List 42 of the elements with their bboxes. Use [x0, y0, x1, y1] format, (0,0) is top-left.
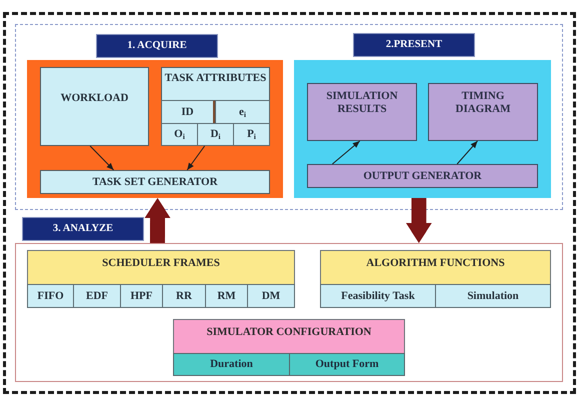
table-cell: Feasibility Task — [320, 284, 436, 308]
table-cell: ID — [161, 100, 216, 124]
function-table — [27, 250, 295, 308]
block-arrow — [144, 198, 171, 244]
dotted-frame — [15, 24, 563, 210]
stage-panel — [27, 60, 283, 198]
process-box: OUTPUT GENERATOR — [307, 164, 538, 188]
stage-panel — [294, 60, 551, 198]
process-box: WORKLOAD — [40, 67, 149, 146]
function-table — [320, 250, 551, 308]
table-cell: DM — [247, 284, 295, 308]
attribute-table — [161, 67, 270, 146]
stage-banner: 2.PRESENT — [353, 33, 475, 57]
process-box: TASK SET GENERATOR — [40, 170, 270, 194]
table-header: SCHEDULER FRAMES — [102, 257, 220, 270]
stage-banner: 1. ACQUIRE — [96, 34, 218, 58]
block-arrow — [406, 198, 432, 243]
table-cell: RR — [162, 284, 206, 308]
table-cell: Output Form — [289, 353, 405, 376]
section-frame — [15, 243, 563, 382]
arrow — [90, 146, 114, 170]
table-cell: FIFO — [27, 284, 74, 308]
arrow — [332, 140, 360, 164]
table-cell: D$_{i}$ — [197, 123, 234, 146]
table-cell: Duration — [173, 353, 290, 376]
table-cell: HPF — [120, 284, 163, 308]
arrow — [186, 146, 206, 170]
arrow — [456, 140, 478, 164]
stage-banner: 3. ANALYZE — [22, 217, 144, 241]
table-cell: P$_{i}$ — [233, 123, 270, 146]
table-header: SIMULATOR CONFIGURATION — [206, 326, 372, 339]
table-cell: RM — [205, 284, 248, 308]
table-header: ALGORITHM FUNCTIONS — [366, 257, 505, 270]
table-header: TASK ATTRIBUTES — [164, 72, 266, 85]
dashed-frame — [3, 12, 576, 394]
table-cell: e$_{i}$ — [215, 100, 270, 124]
table-cell: Simulation — [435, 284, 551, 308]
process-box: SIMULATION RESULTS — [307, 83, 417, 141]
process-box: TIMING DIAGRAM — [428, 83, 538, 141]
config-table — [173, 319, 405, 376]
table-cell: EDF — [73, 284, 121, 308]
table-cell: O$_{i}$ — [161, 123, 198, 146]
